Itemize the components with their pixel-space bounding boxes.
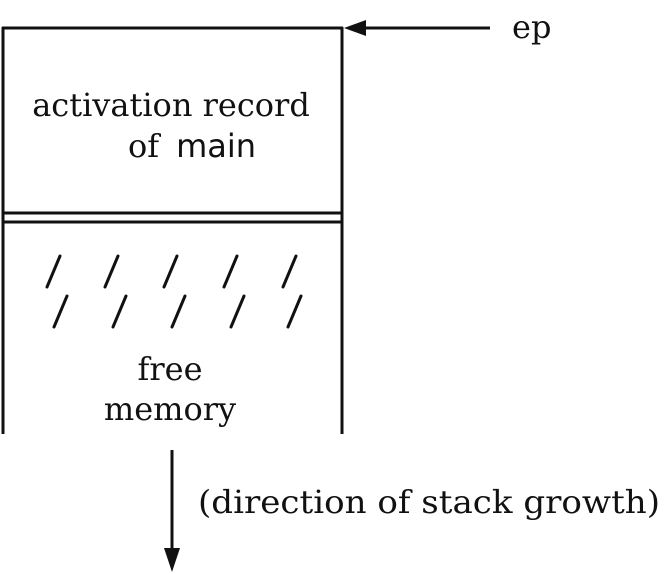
hatch-mark bbox=[281, 254, 298, 289]
hatch-mark bbox=[103, 254, 120, 289]
hatch-mark bbox=[111, 294, 128, 329]
free-memory-label-line1: free bbox=[137, 350, 202, 388]
activation-record-label: activation record bbox=[32, 86, 310, 124]
hatch-mark bbox=[286, 294, 303, 329]
stack-growth-arrow bbox=[164, 450, 180, 572]
activation-record-owner-label: of main bbox=[128, 127, 256, 165]
growth-arrow-head bbox=[164, 548, 180, 572]
hatch-mark bbox=[229, 294, 246, 329]
free-memory-hatching bbox=[45, 254, 303, 329]
function-name-main: main bbox=[176, 127, 256, 165]
hatch-mark bbox=[170, 294, 187, 329]
free-memory-label-line2: memory bbox=[104, 390, 236, 428]
hatch-mark bbox=[45, 254, 62, 289]
hatch-mark bbox=[222, 254, 239, 289]
stack-growth-label: (direction of stack growth) bbox=[198, 483, 660, 521]
ep-label: ep bbox=[512, 8, 551, 46]
ep-pointer-arrow bbox=[344, 20, 490, 36]
hatch-mark bbox=[52, 294, 69, 329]
of-word: of bbox=[128, 127, 161, 165]
stack-box bbox=[1, 26, 344, 434]
hatch-mark bbox=[162, 254, 179, 289]
ep-arrow-head bbox=[344, 20, 366, 36]
